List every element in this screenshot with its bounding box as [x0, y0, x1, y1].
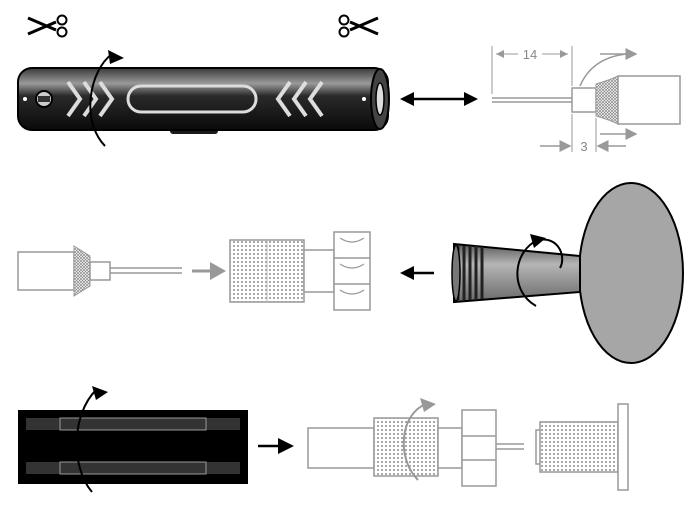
left-arrow-icon [400, 266, 434, 280]
stripping-tool [17, 67, 390, 134]
wall-socket [535, 403, 629, 491]
scissors-icon [338, 14, 379, 38]
rotation-arrow-icon [402, 398, 436, 481]
right-arrow-icon [258, 438, 294, 454]
f-connector [229, 231, 371, 311]
dimension-wire-label: 14 [523, 47, 537, 62]
double-arrow-icon [400, 92, 478, 106]
dimension-braid-label: 3 [580, 139, 587, 154]
crimp-sleeve-tool [18, 410, 248, 484]
prepared-cable [17, 245, 182, 297]
rotation-arrow-icon [516, 234, 564, 307]
rotation-arrow-icon [75, 386, 108, 493]
cable-with-connector [307, 409, 524, 487]
installation-tool [451, 182, 684, 364]
right-arrow-icon [192, 262, 226, 280]
stripped-cable-dimensions: 14 3 [491, 46, 681, 154]
rotation-arrow-icon [89, 50, 124, 147]
scissors-icon [27, 14, 68, 38]
